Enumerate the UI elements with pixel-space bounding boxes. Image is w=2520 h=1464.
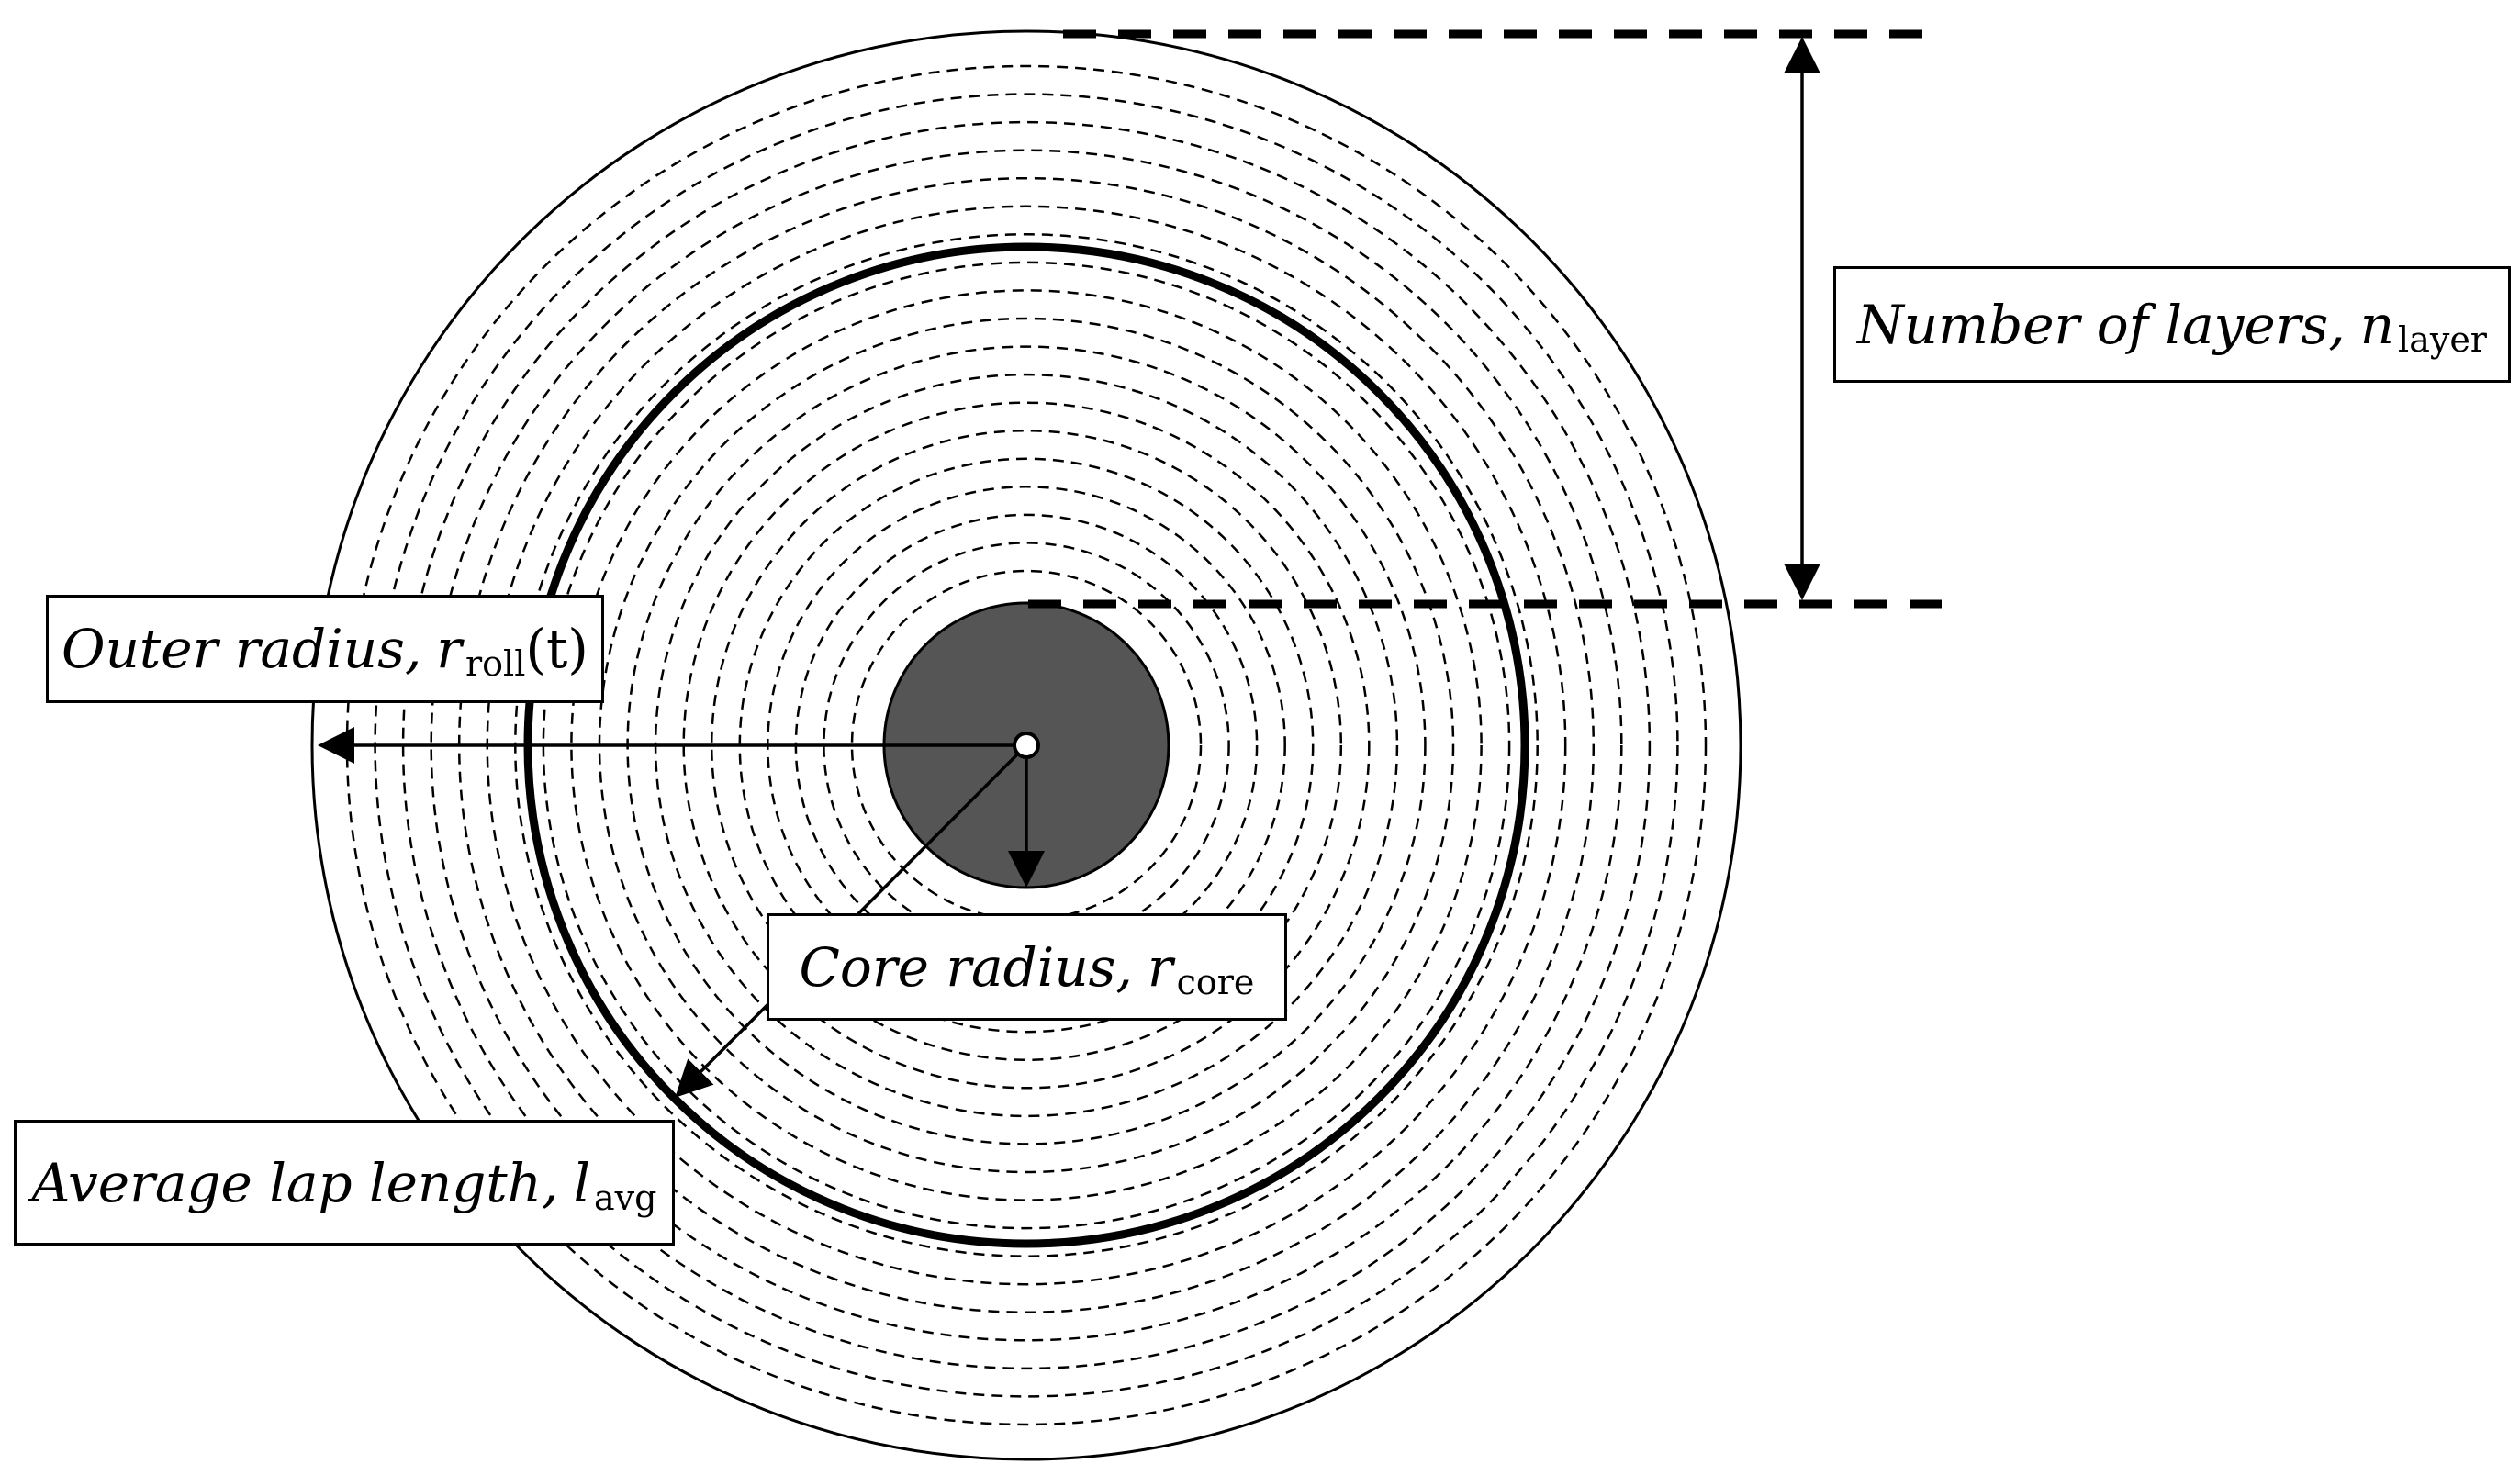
- layer-circle: [850, 569, 1203, 922]
- outer-roll-circle: [310, 29, 1742, 1461]
- layer-circle: [430, 149, 1623, 1342]
- layer-circle: [542, 261, 1511, 1230]
- center-point: [1013, 732, 1040, 759]
- layer-circle: [570, 289, 1483, 1201]
- layer-circle: [682, 401, 1371, 1090]
- layer-circle: [710, 429, 1343, 1062]
- layer-circle: [401, 120, 1652, 1370]
